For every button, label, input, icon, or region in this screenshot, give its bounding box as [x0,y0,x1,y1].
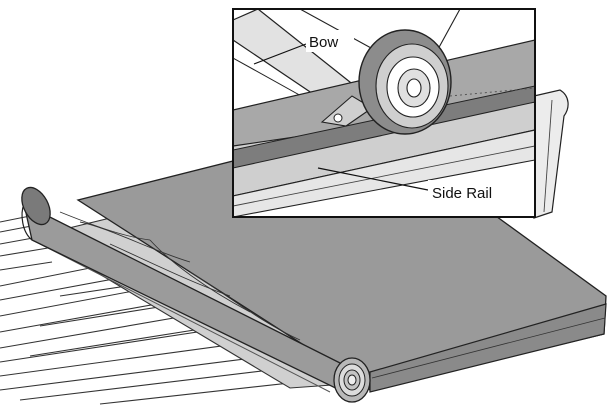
bow-label: Bow [309,34,338,51]
side-rail-leader-line [317,167,429,191]
side-rail-label: Side Rail [432,185,492,202]
detail-inset: Bow Side Rail [232,8,536,218]
rolled-cover [21,186,371,403]
tailgate-bracket [533,89,569,219]
bow-label-bg [306,30,354,52]
side-rail-label-bg [428,180,516,202]
inset-roll-spool [358,29,452,135]
bow-leader-line [253,43,307,65]
rail-edge [39,243,331,393]
inset-frame [232,8,536,218]
main-scene [0,89,607,405]
